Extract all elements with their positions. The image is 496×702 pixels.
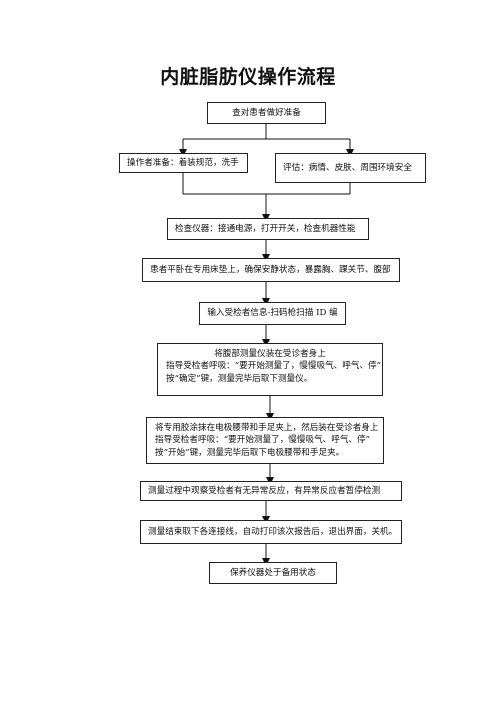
step-abdominal-measure: 将腹部测量仪装在受诊者身上 指导受检者呼吸：“要开始测量了，慢慢吸气、呼气、停”… <box>157 343 383 396</box>
step-operator-prep: 操作者准备：着装规范，洗手 <box>119 153 248 173</box>
step-patient-position: 患者平卧在专用床垫上，确保安静状态，暴露胸、踝关节、腹部 <box>142 258 400 282</box>
step-instrument-check: 检查仪器：接通电源，打开开关，检查机器性能 <box>167 218 369 240</box>
step-input-info: 输入受检者信息-扫码枪扫描 ID 编 <box>199 302 346 325</box>
step-finish: 测量结束取下各连接线，自动打印该次报告后，退出界面，关机。 <box>140 520 402 544</box>
step-label: 测量结束取下各连接线，自动打印该次报告后，退出界面，关机。 <box>148 526 398 537</box>
step-label: 查对患者做好准备 <box>232 107 301 118</box>
step-label: 患者平卧在专用床垫上，确保安静状态，暴露胸、踝关节、腹部 <box>150 264 391 275</box>
step-observe: 测量过程中观察受检者有无异常反应，有异常反应者暂停检测 <box>140 481 402 501</box>
step-label: 检查仪器：接通电源，打开开关，检查机器性能 <box>175 223 356 234</box>
step-line: 按“确定”键，测量完毕后取下测量仪。 <box>166 373 313 384</box>
step-label: 测量过程中观察受检者有无异常反应，有异常反应者暂停检测 <box>148 485 381 496</box>
step-line: 指导受检者呼吸：“要开始测量了，慢慢吸气、呼气、停” <box>155 435 371 446</box>
step-maintain: 保养仪器处于备用状态 <box>209 562 337 584</box>
page-title: 内脏脂肪仪操作流程 <box>160 66 336 88</box>
step-check-patient: 查对患者做好准备 <box>207 102 326 124</box>
step-label: 评估：病情、皮肤、周围环境安全 <box>283 162 412 173</box>
step-label: 保养仪器处于备用状态 <box>230 567 316 578</box>
step-line: 将专用胶涂抹在电极腰带和手足夹上，然后装在受诊者身上 <box>155 423 379 433</box>
step-line: 将腹部测量仪装在受诊者身上 <box>214 349 326 359</box>
step-line: 指导受检者呼吸：“要开始测量了，慢慢吸气、呼气、停” <box>166 361 382 372</box>
step-label: 操作者准备：着装规范，洗手 <box>127 157 239 168</box>
step-line: 按“开始”键，测量完毕后取下电极腰带和手足夹。 <box>155 447 345 458</box>
step-electrode-measure: 将专用胶涂抹在电极腰带和手足夹上，然后装在受诊者身上 指导受检者呼吸：“要开始测… <box>146 417 384 464</box>
step-assessment: 评估：病情、皮肤、周围环境安全 <box>275 153 426 183</box>
step-label: 输入受检者信息-扫码枪扫描 ID 编 <box>207 308 338 319</box>
